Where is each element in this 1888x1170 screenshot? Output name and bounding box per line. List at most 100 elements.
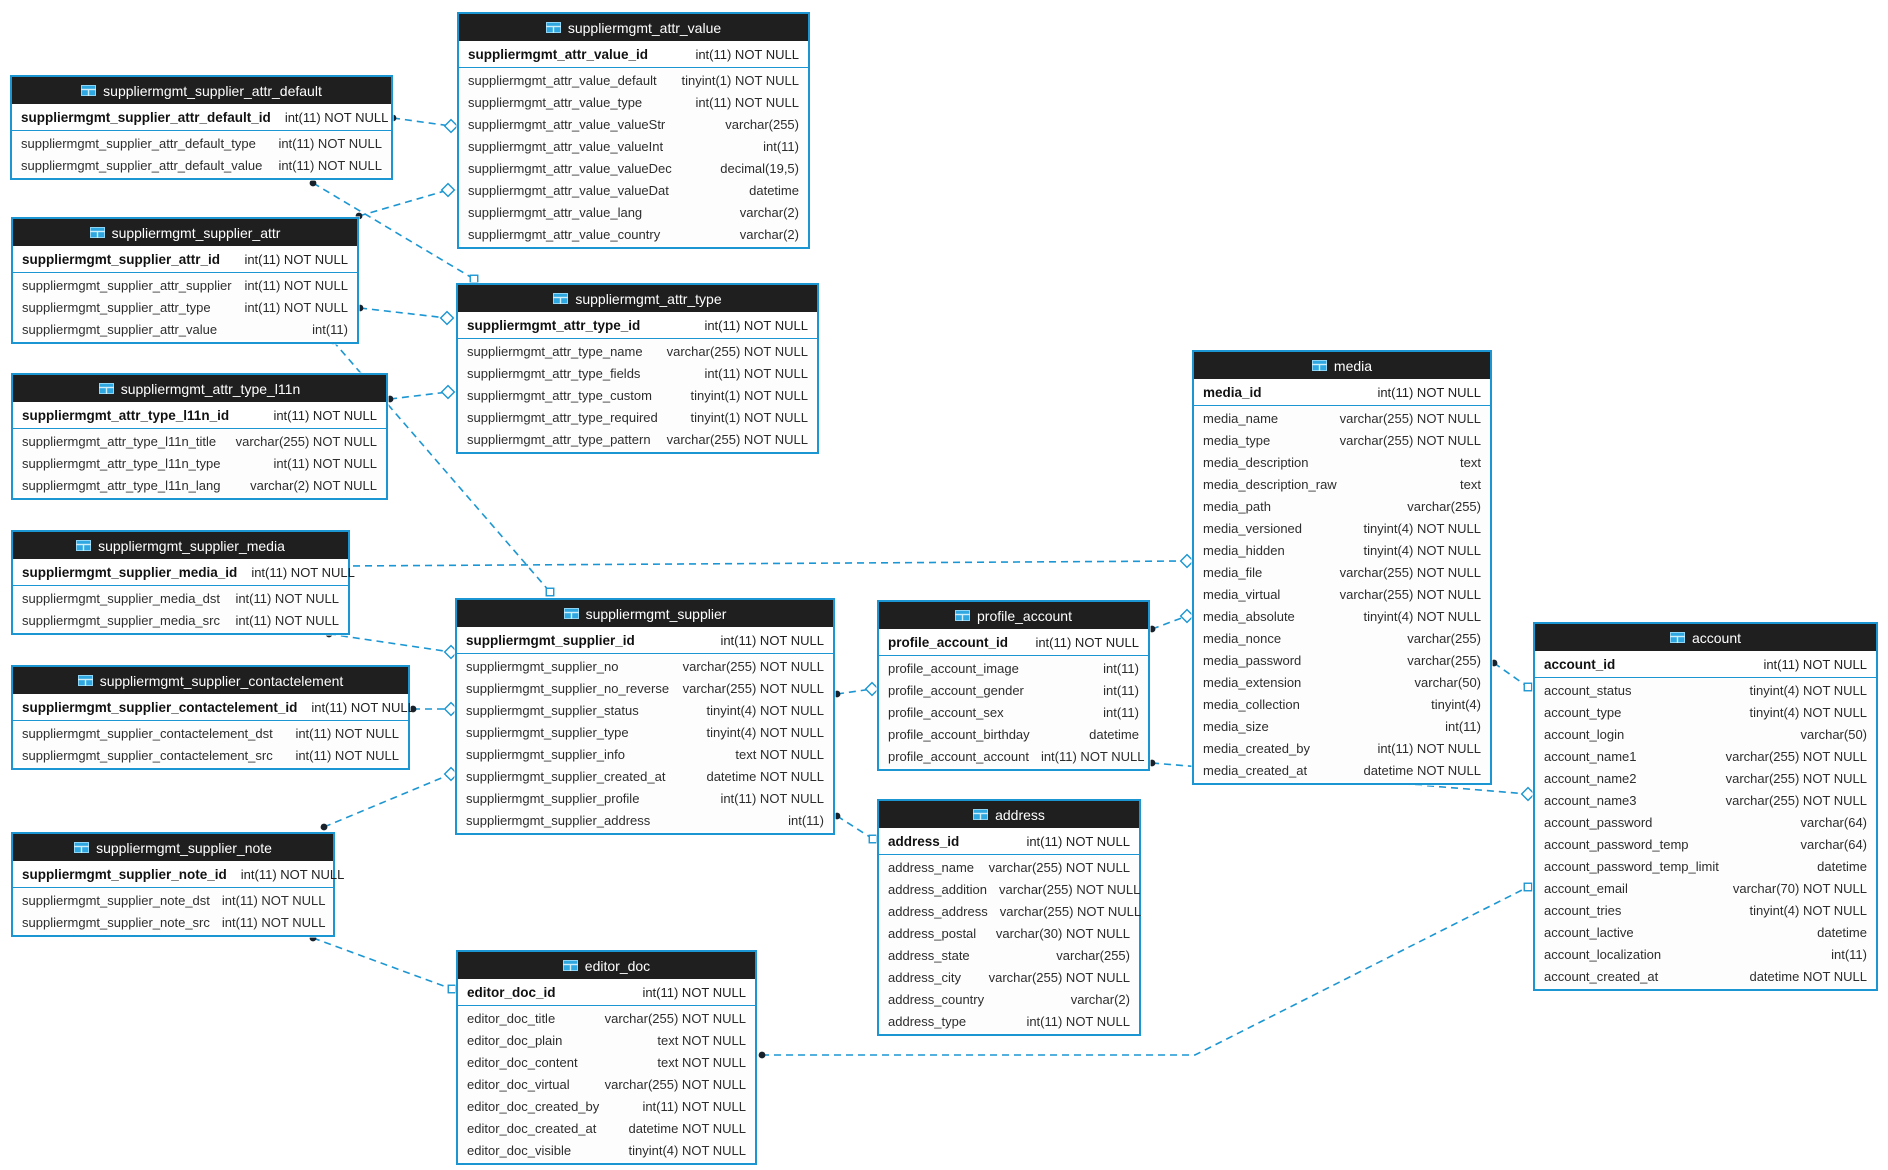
relationship-line-media--account[interactable] [1493,662,1529,688]
table-header[interactable]: suppliermgmt_supplier_media [13,532,348,559]
table-header[interactable]: media [1194,352,1490,379]
relationship-line-suppliermgmt_supplier_attr--suppliermgmt_attr_type[interactable] [359,307,448,319]
table-header[interactable]: suppliermgmt_supplier [457,600,833,627]
relationship-line-suppliermgmt_supplier--address[interactable] [836,815,874,840]
relationship-line-suppliermgmt_supplier_note--suppliermgmt_supplier[interactable] [323,773,452,828]
relationship-line-suppliermgmt_supplier_attr--suppliermgmt_supplier[interactable] [332,340,551,593]
column-row[interactable]: suppliermgmt_supplier_contactelement_src… [13,744,408,766]
relationship-line-suppliermgmt_supplier_attr_default--suppliermgmt_attr_value[interactable] [392,117,452,127]
table-suppliermgmt_attr_type[interactable]: suppliermgmt_attr_type suppliermgmt_attr_… [456,283,819,454]
table-header[interactable]: account [1535,624,1876,651]
table-header[interactable]: editor_doc [458,952,755,979]
relationship-line-suppliermgmt_attr_type_l11n--suppliermgmt_attr_type[interactable] [389,391,449,400]
table-header[interactable]: suppliermgmt_supplier_attr_default [12,77,391,104]
relationship-line-suppliermgmt_supplier_media--media[interactable] [340,560,1188,567]
relationship-line-suppliermgmt_supplier_note--editor_doc[interactable] [312,937,453,990]
relationship-line-suppliermgmt_supplier_attr--suppliermgmt_attr_value[interactable] [358,189,449,217]
table-header[interactable]: suppliermgmt_supplier_contactelement [13,667,408,694]
relationship-line-suppliermgmt_supplier_media--suppliermgmt_supplier[interactable] [328,633,452,653]
relationship-line-suppliermgmt_supplier_attr_default--suppliermgmt_attr_type[interactable] [312,182,475,280]
table-header[interactable]: address [879,801,1139,828]
table-header[interactable]: suppliermgmt_supplier_attr [13,219,357,246]
table-header[interactable]: suppliermgmt_attr_type_l11n [13,375,386,402]
table-header[interactable]: profile_account [879,602,1148,629]
table-header[interactable]: suppliermgmt_attr_type [458,285,817,312]
